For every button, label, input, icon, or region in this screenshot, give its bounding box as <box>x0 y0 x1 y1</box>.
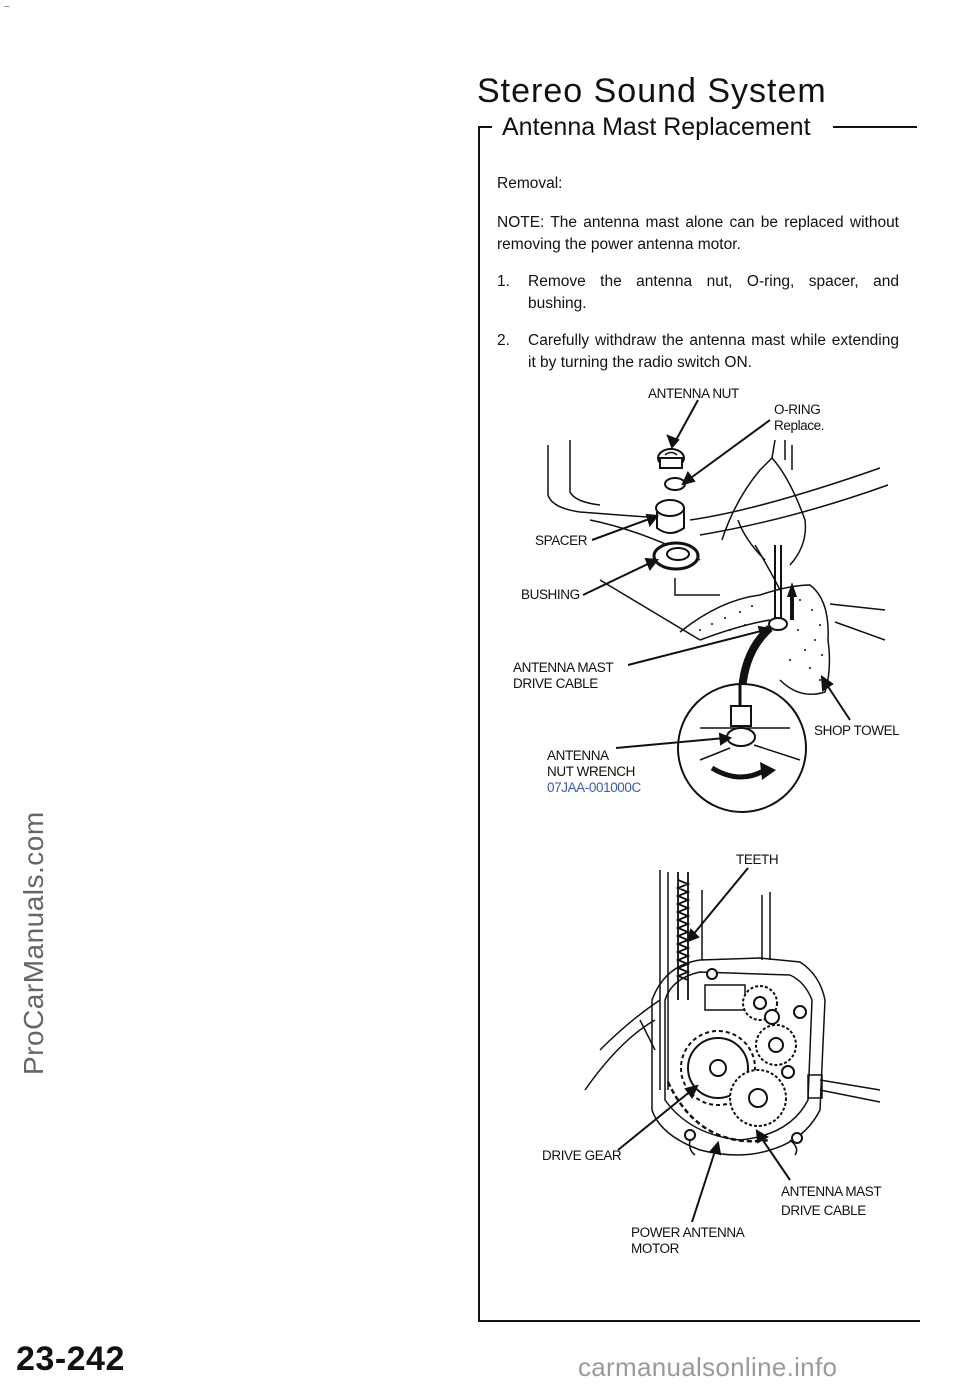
subtitle-rule-left <box>479 126 492 128</box>
bushing-part <box>652 541 700 571</box>
label-antenna-nut: ANTENNA NUT <box>648 386 739 401</box>
label-teeth: TEETH <box>736 852 779 867</box>
gear-train <box>680 968 807 1144</box>
fender-outline <box>547 440 889 641</box>
drive-cable-coil <box>666 1081 771 1143</box>
step-text: Carefully withdraw the antenna mast whil… <box>528 332 899 371</box>
note-text: NOTE: The antenna mast alone can be repl… <box>497 214 899 253</box>
step-number: 1. <box>497 273 510 290</box>
antenna-mast-lines <box>774 545 782 625</box>
figure2-leader-lines <box>617 867 791 1223</box>
spacer-part <box>655 499 685 534</box>
frame-left-border <box>478 126 480 1322</box>
nut-wrench-detail-circle <box>677 683 807 813</box>
label-drive-gear: DRIVE GEAR <box>542 1148 622 1163</box>
step-number: 2. <box>497 332 510 349</box>
subtitle-rule-right <box>833 126 917 128</box>
footer-site-watermark: carmanualsonline.info <box>578 1352 838 1382</box>
hand-illustration <box>721 439 807 591</box>
corner-mark: ~ <box>4 2 10 13</box>
shop-towel-outline <box>679 584 831 695</box>
section-subtitle: Antenna Mast Replacement <box>502 113 811 141</box>
label-o-ring-note: Replace. <box>774 418 825 433</box>
antenna-nut-part <box>657 448 685 469</box>
label-motor-line2: MOTOR <box>631 1241 679 1256</box>
label-shop-towel: SHOP TOWEL <box>814 723 900 738</box>
label-cable-line2: DRIVE CABLE <box>781 1203 866 1218</box>
page-number: 23-242 <box>16 1340 125 1378</box>
figure1-leader-lines <box>582 399 851 749</box>
up-arrow-icon <box>787 582 797 620</box>
mast-teeth-strip <box>675 872 691 1000</box>
page-title: Stereo Sound System <box>477 72 827 110</box>
motor-housing-outline <box>584 870 881 1156</box>
label-cable-line1: ANTENNA MAST <box>781 1184 882 1199</box>
label-wrench-part-number: 07JAA-001000C <box>547 780 641 795</box>
label-wrench-line2: NUT WRENCH <box>547 764 635 779</box>
label-drive-cable-line2: DRIVE CABLE <box>513 676 598 691</box>
label-motor-line1: POWER ANTENNA <box>631 1225 745 1240</box>
drive-cable-shape <box>738 624 773 691</box>
label-wrench-line1: ANTENNA <box>547 748 609 763</box>
antenna-base <box>768 617 788 631</box>
label-spacer: SPACER <box>535 533 588 548</box>
label-bushing: BUSHING <box>521 587 580 602</box>
step-text: Remove the antenna nut, O-ring, spacer, … <box>528 273 899 312</box>
removal-heading: Removal: <box>497 175 563 192</box>
frame-bottom-border <box>478 1320 920 1322</box>
label-drive-cable-line1: ANTENNA MAST <box>513 660 614 675</box>
label-o-ring: O-RING <box>774 402 821 417</box>
